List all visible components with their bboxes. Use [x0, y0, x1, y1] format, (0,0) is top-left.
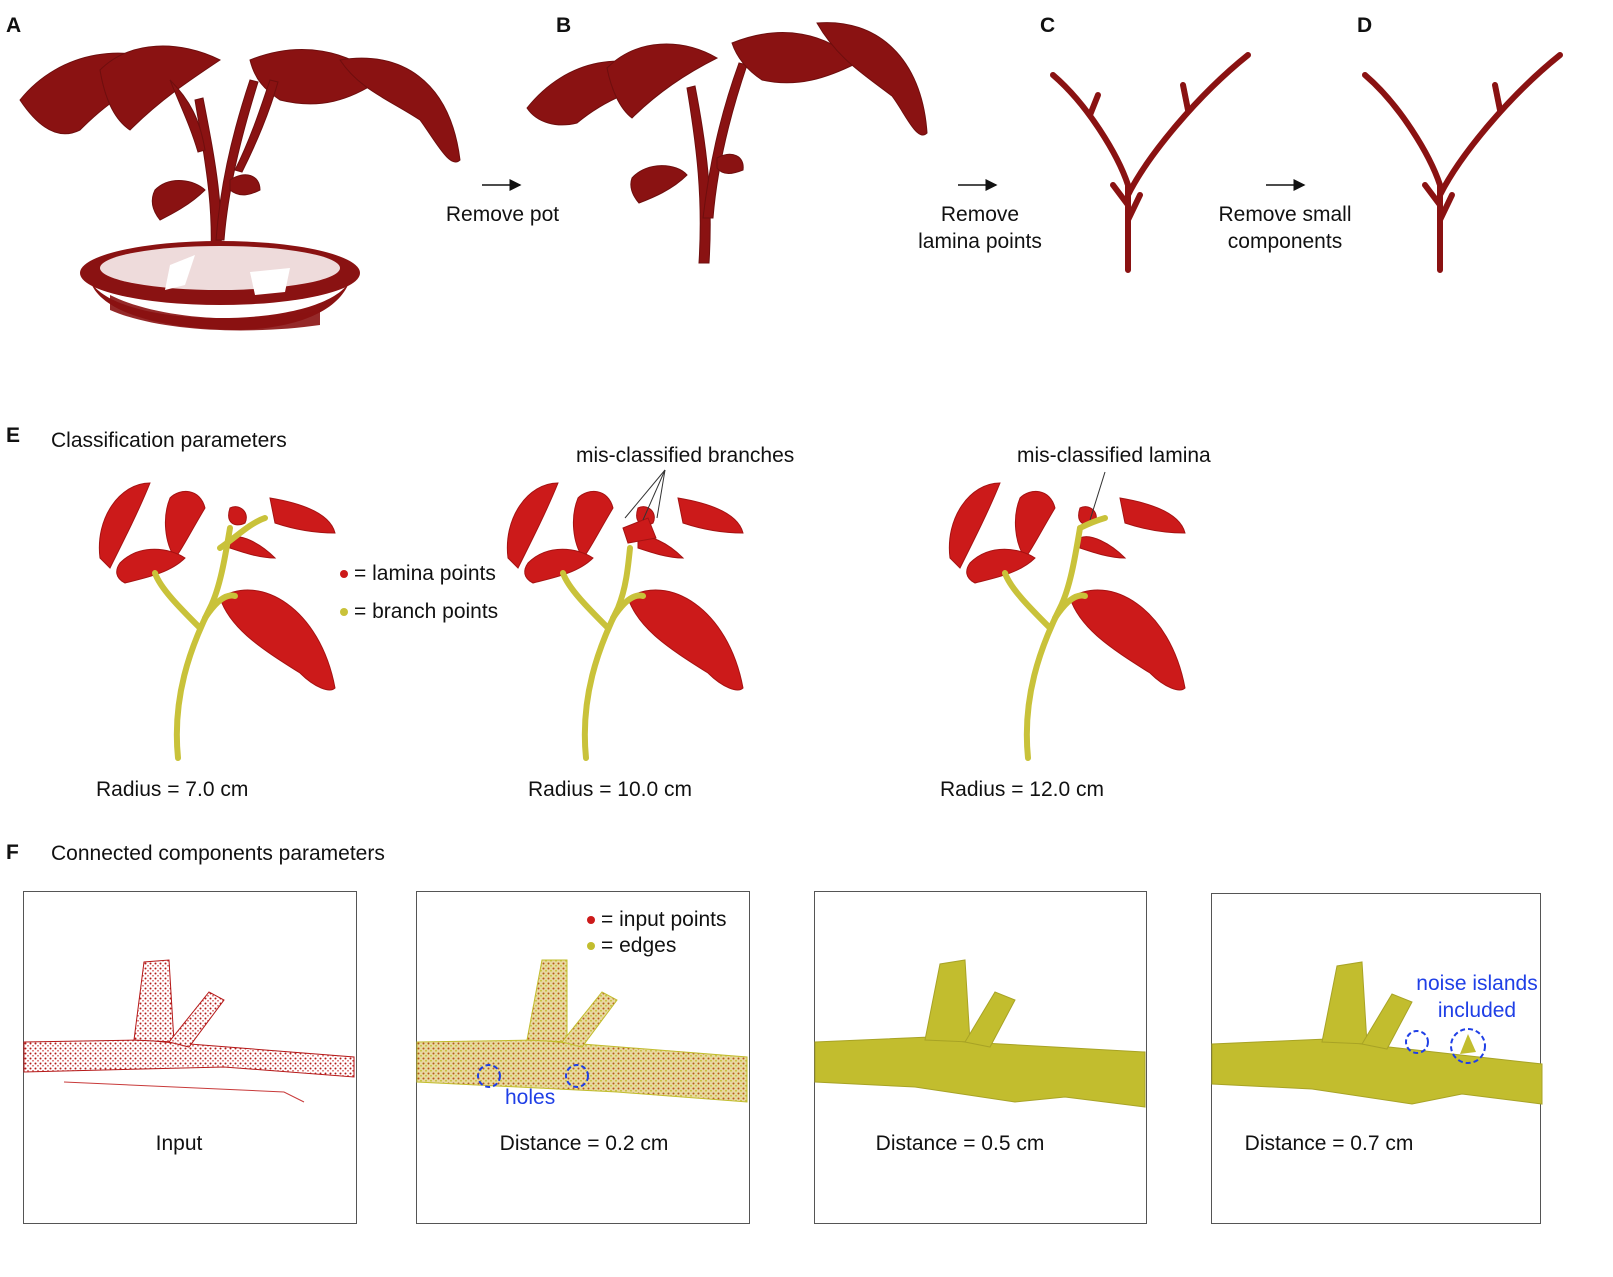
step-remove-lamina-2: lamina points	[918, 230, 1042, 253]
panel-label-e: E	[6, 424, 21, 447]
box-label-distance-05: Distance = 0.5 cm	[875, 1132, 1045, 1155]
box-label-distance-07: Distance = 0.7 cm	[1244, 1132, 1414, 1155]
classified-plant-image-1	[98, 482, 336, 761]
input-points-image	[23, 959, 355, 1103]
plant-with-pot-image	[19, 45, 461, 331]
box-label-input: Input	[155, 1132, 203, 1155]
component-box-input: Input	[23, 891, 357, 1224]
component-box-distance-07: noise islands included Distance = 0.7 cm	[1211, 893, 1543, 1224]
legend-input-label: = input points	[601, 908, 727, 931]
components-image-05	[814, 959, 1146, 1108]
classification-title: Classification parameters	[51, 429, 287, 452]
arrow-icon	[958, 179, 998, 191]
branch-dot-icon	[340, 608, 348, 617]
radius-label-1: Radius = 7.0 cm	[96, 778, 249, 801]
panel-label-c: C	[1040, 14, 1056, 37]
classified-plant-image-3	[948, 482, 1186, 761]
legend-edges: = edges	[587, 934, 676, 958]
radius-label-2: Radius = 10.0 cm	[528, 778, 693, 801]
edges-dot-icon	[587, 942, 595, 951]
annotation-pointer-line	[1089, 471, 1106, 521]
panel-label-b: B	[556, 14, 572, 37]
component-box-distance-05: Distance = 0.5 cm	[814, 891, 1147, 1224]
components-title: Connected components parameters	[51, 842, 385, 865]
component-box-distance-02: = input points = edges holes Distance = …	[416, 891, 750, 1224]
step-remove-small-1: Remove small	[1218, 203, 1352, 226]
plant-branches-image	[1050, 52, 1251, 273]
legend-branch-label: = branch points	[354, 600, 499, 623]
noise-annotation-2: included	[1437, 999, 1517, 1022]
panel-label-f: F	[6, 841, 19, 864]
legend-lamina: = lamina points	[340, 562, 496, 586]
arrow-icon	[1266, 179, 1306, 191]
noise-marker-icon	[1450, 1028, 1486, 1064]
edges-image	[416, 959, 748, 1103]
legend-edges-label: = edges	[601, 934, 677, 957]
annotation-misclassified-branches: mis-classified branches	[576, 444, 795, 467]
annotation-pointer-lines	[624, 469, 666, 521]
legend-input: = input points	[587, 908, 727, 932]
box-label-distance-02: Distance = 0.2 cm	[499, 1132, 669, 1155]
plant-without-pot-image	[526, 22, 928, 264]
components-image-07	[1211, 961, 1543, 1105]
hole-marker-icon	[565, 1064, 589, 1088]
annotation-misclassified-lamina: mis-classified lamina	[1017, 444, 1211, 467]
legend-branch: = branch points	[340, 600, 498, 624]
panel-label-d: D	[1357, 14, 1373, 37]
noise-marker-icon	[1405, 1030, 1429, 1054]
input-dot-icon	[587, 916, 595, 925]
hole-marker-icon	[477, 1064, 501, 1088]
plant-cleaned-image	[1362, 52, 1563, 273]
holes-annotation: holes	[505, 1086, 556, 1109]
legend-lamina-label: = lamina points	[354, 562, 496, 585]
step-remove-pot: Remove pot	[445, 203, 560, 226]
arrow-icon	[482, 179, 522, 191]
lamina-dot-icon	[340, 570, 348, 579]
noise-annotation-1: noise islands	[1416, 972, 1538, 995]
panel-label-a: A	[6, 14, 22, 37]
step-remove-lamina-1: Remove	[940, 203, 1020, 226]
step-remove-small-2: components	[1227, 230, 1343, 253]
classified-plant-image-2	[506, 482, 744, 761]
radius-label-3: Radius = 12.0 cm	[940, 778, 1105, 801]
